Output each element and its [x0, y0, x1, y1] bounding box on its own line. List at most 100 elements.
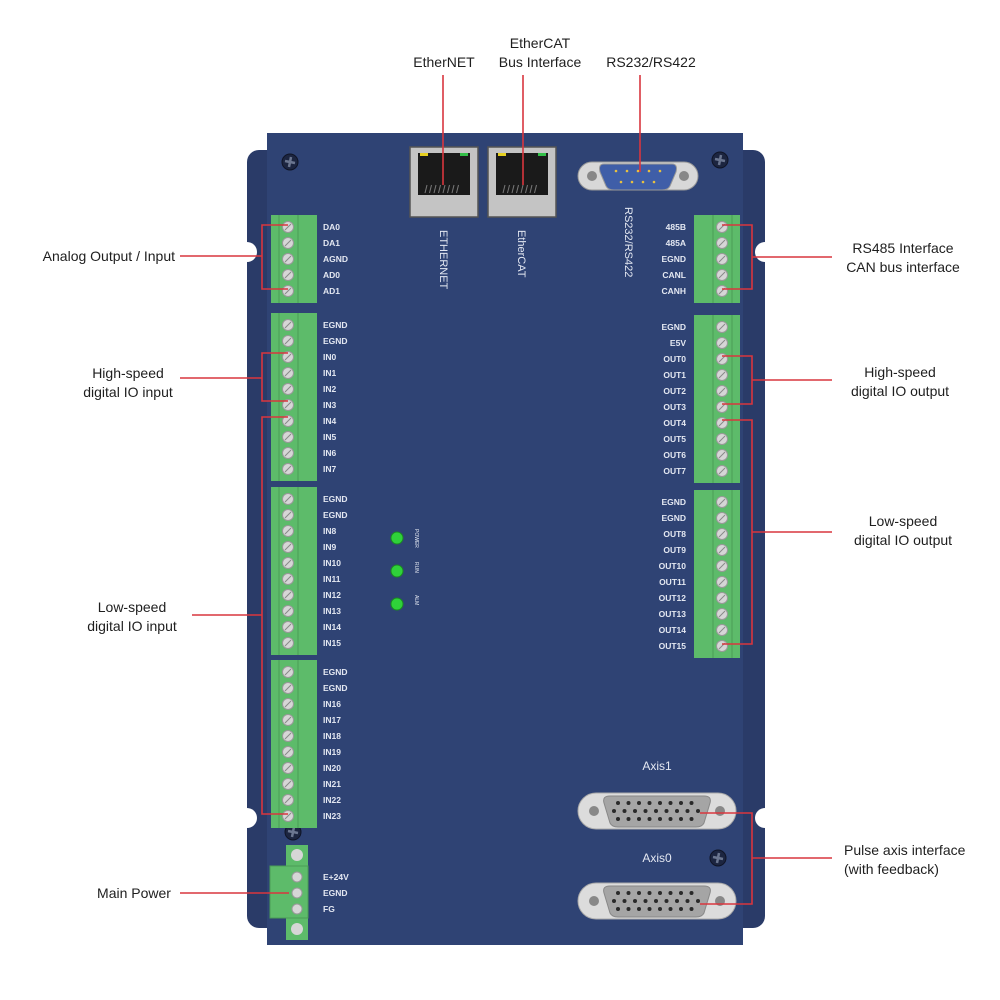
callout-line-text: Bus Interface: [499, 54, 582, 70]
port-pin: [451, 184, 455, 194]
callout-line-text: Analog Output / Input: [43, 248, 175, 264]
pin-label: EGND: [323, 667, 348, 677]
pin-label: OUT3: [663, 402, 686, 412]
callout-line-text: digital IO input: [87, 618, 177, 634]
terminal-screw-icon: [291, 871, 303, 883]
pin-label: IN4: [323, 416, 337, 426]
callout-line-text: RS232/RS422: [606, 54, 696, 70]
pin-label: IN12: [323, 590, 341, 600]
screw-slot: [712, 852, 724, 864]
axis-pin: [637, 801, 641, 805]
screw-slot: [718, 339, 726, 347]
screw-slot: [284, 353, 292, 361]
screw-slot: [718, 578, 726, 586]
axis-pin: [654, 899, 658, 903]
callout-line-text: (with feedback): [844, 861, 939, 877]
port-pin: [447, 184, 450, 194]
port-pin: [424, 184, 428, 194]
screw-slot: [718, 626, 726, 634]
ethernet-port: [409, 146, 479, 218]
axis-pin: [668, 891, 673, 895]
callout-line-text: digital IO output: [854, 532, 952, 548]
serial-pin: [614, 169, 618, 173]
screw-slot: [718, 387, 726, 395]
axis-pin: [679, 907, 683, 911]
screw-slot: [284, 156, 296, 168]
hs-output-callout: High-speed digital IO output: [851, 364, 949, 399]
pin-label: IN9: [323, 542, 337, 552]
screw-slot: [284, 433, 292, 441]
port-pin: [502, 184, 506, 194]
screw-slot: [284, 700, 292, 708]
pin-label: EGND: [661, 254, 686, 264]
port-pin: [511, 184, 515, 194]
axis-pin: [689, 907, 694, 911]
pin-label: DA0: [323, 222, 340, 232]
flange-notch: [755, 242, 775, 262]
screw-slot: [284, 639, 292, 647]
port-pin: [529, 184, 533, 194]
pin-label: IN18: [323, 731, 341, 741]
serial-port: [577, 161, 699, 191]
screw-slot: [284, 623, 292, 631]
screw-slot: [284, 417, 292, 425]
axis-pin: [664, 899, 669, 903]
screw-slot: [284, 369, 292, 377]
axis-pin: [647, 907, 652, 911]
pin-label: AGND: [323, 254, 348, 264]
terminal-screw-icon: [291, 923, 303, 935]
ethercat-port-label: EtherCAT: [515, 230, 527, 278]
screw-slot: [284, 748, 292, 756]
port-pin: [534, 184, 537, 194]
callout-line-text: Main Power: [97, 885, 171, 901]
screw-slot: [284, 321, 292, 329]
port-led-green: [460, 153, 468, 156]
axis-pin: [612, 809, 616, 813]
screw-slot: [284, 239, 292, 247]
axis-pin: [633, 899, 637, 903]
pin-label: IN20: [323, 763, 341, 773]
axis-pin: [685, 899, 690, 903]
terminal-body: [271, 487, 317, 655]
pin-label: FG: [323, 904, 335, 914]
screw-slot: [718, 467, 726, 475]
pin-label: IN3: [323, 400, 337, 410]
led-label: RUN: [413, 562, 419, 573]
screw-slot: [284, 495, 292, 503]
callout-line-text: digital IO output: [851, 383, 949, 399]
screw-icon: [711, 151, 729, 169]
axis-pin: [658, 801, 662, 805]
screw-slot: [284, 668, 292, 676]
axis-pin: [622, 899, 627, 903]
axis-pin: [689, 891, 694, 895]
screw-slot: [718, 530, 726, 538]
pin-label: DA1: [323, 238, 340, 248]
callout-line-text: RS485 Interface: [852, 240, 953, 256]
screw-slot: [284, 684, 292, 692]
screw-slot: [718, 610, 726, 618]
pin-label: IN17: [323, 715, 341, 725]
callout-line-text: High-speed: [92, 365, 164, 381]
pin-label: EGND: [661, 497, 686, 507]
port-pin: [433, 184, 437, 194]
port-led-yellow: [420, 153, 428, 156]
analog-callout-line: [180, 224, 288, 290]
hs-input-callout-line: [180, 352, 288, 402]
pin-label: EGND: [323, 336, 348, 346]
serial-pin: [658, 169, 662, 173]
port-pin: [438, 184, 441, 194]
pin-label: IN6: [323, 448, 337, 458]
pin-label: OUT10: [659, 561, 687, 571]
pin-label: E+24V: [323, 872, 349, 882]
led-label: ALM: [413, 595, 419, 605]
terminal-screw-icon: [291, 887, 303, 899]
screw-slot: [284, 337, 292, 345]
axis-screw: [715, 806, 725, 816]
callout-line-text: High-speed: [864, 364, 936, 380]
axis-pin: [664, 809, 669, 813]
screw-slot: [718, 514, 726, 522]
callout-line-text: EtherNET: [413, 54, 475, 70]
port-pin: [456, 184, 459, 194]
